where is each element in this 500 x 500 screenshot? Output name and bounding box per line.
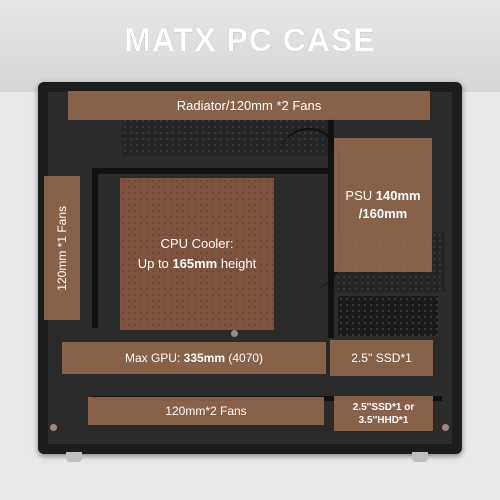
case-foot: [66, 452, 82, 462]
side-fan-label: 120mm *1 Fans: [55, 205, 69, 291]
case-foot: [412, 452, 428, 462]
drive-label-line2: 3.5''HHD*1: [358, 414, 409, 426]
cpu-height-value: 165mm: [172, 256, 218, 271]
bottom-fan-zone: 120mm*2 Fans: [88, 397, 324, 425]
frame-rail: [328, 118, 334, 338]
drive-bay: [338, 296, 438, 336]
side-fan-zone: 120mm *1 Fans: [44, 176, 80, 320]
header-background: [0, 0, 500, 92]
cpu-label-line1: CPU Cooler:: [160, 236, 234, 251]
screw-icon: [50, 424, 57, 431]
radiator-zone: Radiator/120mm *2 Fans: [68, 91, 430, 120]
psu-label-line1: PSU 140mm: [345, 187, 420, 205]
frame-rail: [92, 168, 98, 328]
ssd-zone: 2.5'' SSD*1: [330, 340, 433, 376]
psu-zone: PSU 140mm /160mm: [334, 138, 432, 272]
cpu-cooler-zone: CPU Cooler: Up to 165mm height: [120, 178, 274, 330]
ssd-label: 2.5'' SSD*1: [351, 351, 412, 365]
psu-size-1: 140mm: [375, 188, 421, 203]
page-title: MATX PC CASE: [124, 22, 376, 58]
cpu-label-suffix: height: [217, 256, 257, 271]
cpu-label-prefix: Up to: [137, 256, 173, 271]
power-cable: [278, 128, 340, 290]
drive-zone: 2.5''SSD*1 or 3.5''HHD*1: [334, 396, 433, 431]
gpu-label: Max GPU: 335mm (4070): [125, 351, 263, 365]
gpu-length-value: 335mm: [183, 351, 226, 365]
gpu-label-suffix: (4070): [225, 351, 264, 365]
cpu-label-line2: Up to 165mm height: [138, 254, 257, 274]
drive-label-line1: 2.5''SSD*1 or: [352, 401, 415, 413]
bottom-fan-label: 120mm*2 Fans: [165, 404, 247, 418]
gpu-label-prefix: Max GPU:: [124, 351, 184, 365]
frame-rail: [92, 168, 332, 174]
psu-size-2: /160mm: [358, 206, 408, 221]
gpu-zone: Max GPU: 335mm (4070): [62, 342, 326, 374]
radiator-label: Radiator/120mm *2 Fans: [176, 98, 322, 113]
screw-icon: [231, 330, 238, 337]
screw-icon: [442, 424, 449, 431]
psu-label-prefix: PSU: [345, 188, 376, 203]
